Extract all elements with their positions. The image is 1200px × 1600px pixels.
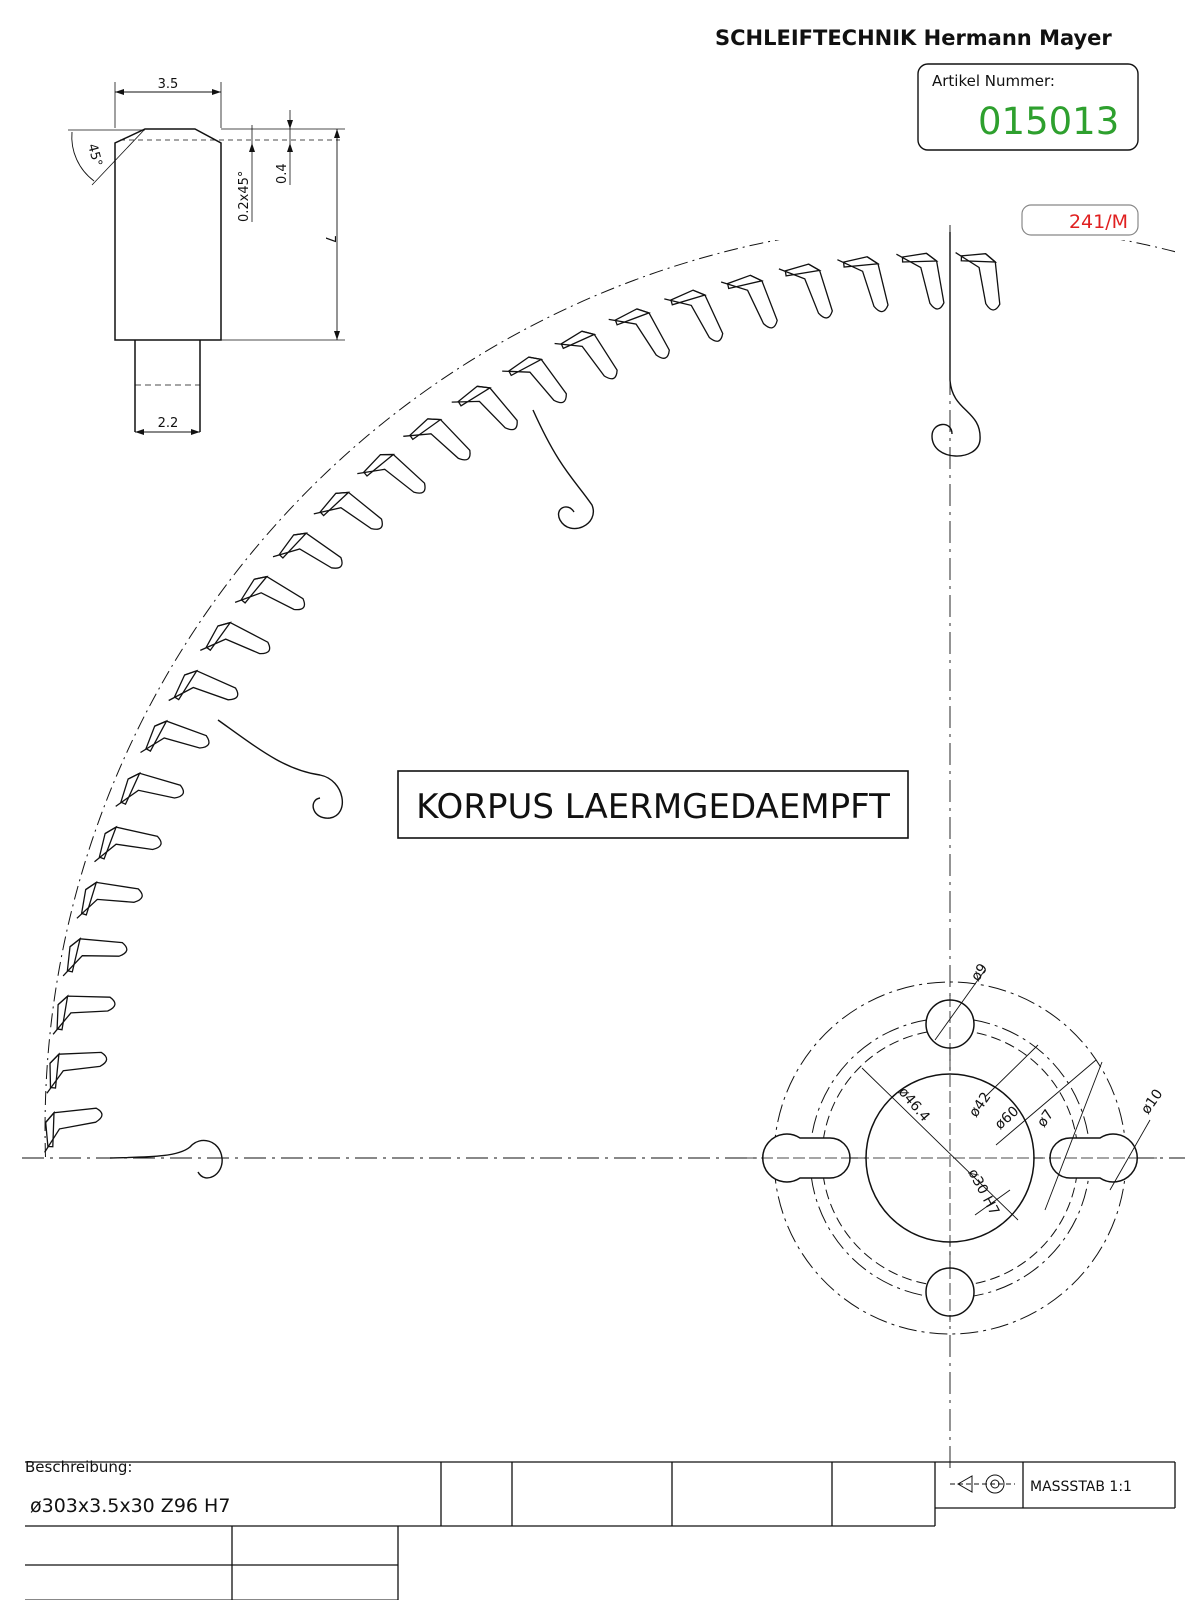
dim-d10: ø10: [1138, 1086, 1166, 1117]
dim-width-top: 3.5: [158, 77, 179, 92]
article-box: [917, 63, 1139, 151]
description-value: ø303x3.5x30 Z96 H7: [30, 1495, 230, 1517]
saw-tooth-tip: [362, 453, 396, 477]
saw-tooth-tip: [960, 253, 998, 263]
expansion-slot: [217, 719, 344, 819]
saw-tooth-gullet: [664, 289, 724, 342]
dim-offset: 0.4: [275, 163, 290, 184]
saw-tooth-tip: [49, 1052, 60, 1089]
tooth-detail: [68, 82, 345, 435]
company-name: SCHLEIFTECHNIK Hermann Mayer: [715, 26, 1112, 50]
saw-tooth-gullet: [608, 308, 670, 359]
saw-tooth-tip: [508, 356, 544, 377]
saw-tooth-tip: [560, 330, 597, 350]
saw-tooth-gullet: [234, 575, 306, 611]
saw-tooth-gullet: [313, 491, 383, 530]
slot-right: [1049, 1133, 1139, 1183]
saw-tooth-gullet: [272, 532, 343, 569]
saw-tooth-tip: [173, 669, 199, 701]
scale-label: MASSSTAB 1:1: [1030, 1479, 1132, 1495]
note-box: [397, 770, 909, 839]
saw-tooth-tip: [901, 252, 939, 263]
saw-tooth-tip: [98, 825, 118, 860]
saw-tooth-tip: [56, 994, 69, 1031]
expansion-slot: [109, 1139, 223, 1179]
outer-diameter-line: [44, 240, 1175, 1158]
saw-tooth-gullet: [62, 938, 128, 977]
dim-angle: 45°: [84, 142, 104, 168]
saw-tooth-gullet: [46, 1051, 108, 1094]
saw-tooth-gullet: [140, 720, 210, 754]
revision-box: [1021, 204, 1139, 236]
saw-tooth-tip: [842, 256, 880, 268]
dim-d9: ø9: [968, 961, 991, 984]
description-label: Beschreibung:: [25, 1458, 132, 1476]
saw-tooth-tip: [240, 575, 269, 604]
saw-tooth-gullet: [357, 453, 426, 494]
saw-tooth-tip: [784, 263, 822, 277]
saw-tooth-gullet: [44, 1107, 103, 1153]
saw-tooth-tip: [145, 719, 168, 752]
saw-tooth-gullet: [837, 256, 889, 313]
saw-tooth-gullet: [200, 621, 271, 655]
saw-tooth-tip: [80, 880, 98, 916]
expansion-slots: [109, 232, 981, 1179]
saw-tooth-tip: [726, 274, 764, 290]
expansion-slot: [931, 232, 981, 457]
article-number: 015013: [978, 100, 1119, 143]
saw-tooth-gullet: [720, 274, 778, 329]
saw-tooth-tip: [409, 418, 443, 441]
saw-tooth-gullet: [955, 252, 1001, 311]
slot-left: [761, 1133, 851, 1183]
dim-chamfer: 0.2x45°: [237, 171, 252, 222]
saw-tooth-gullet: [403, 418, 471, 461]
revision-label: 241/M: [1069, 211, 1128, 233]
saw-tooth-tip: [45, 1110, 55, 1148]
saw-tooth-tip: [457, 385, 492, 407]
saw-tooth-gullet: [168, 670, 239, 702]
saw-tooth-tip: [278, 532, 308, 559]
saw-tooth-gullet: [52, 995, 116, 1035]
saw-tooth-gullet: [115, 772, 185, 807]
hub-pattern: [745, 969, 1160, 1335]
saw-tooth-tip: [66, 937, 82, 973]
saw-tooth-tip: [120, 771, 141, 806]
saw-tooth-tip: [205, 621, 232, 652]
saw-tooth-gullet: [451, 385, 518, 431]
dim-d7: ø7: [1034, 1107, 1057, 1130]
pinhole-top: [925, 999, 975, 1049]
saw-tooth-tip: [319, 491, 351, 517]
article-label: Artikel Nummer:: [932, 72, 1055, 90]
saw-tooth-gullet: [76, 881, 143, 919]
saw-tooth-gullet: [896, 252, 945, 310]
saw-tooth-gullet: [502, 356, 567, 404]
saw-blade: [44, 240, 1175, 1158]
note-text: KORPUS LAERMGEDAEMPFT: [416, 787, 890, 827]
saw-tooth-gullet: [554, 330, 618, 380]
title-block: [25, 1461, 1176, 1600]
dim-width-bottom: 2.2: [158, 416, 179, 431]
saw-tooth-tip: [614, 308, 651, 326]
dim-height: 7: [322, 235, 337, 243]
expansion-slot: [532, 409, 595, 530]
saw-tooth-gullet: [778, 263, 833, 319]
saw-tooth-gullet: [94, 826, 162, 863]
projection-symbol-icon: [950, 1474, 1015, 1494]
saw-teeth: [44, 252, 1001, 1153]
saw-tooth-tip: [670, 289, 707, 306]
